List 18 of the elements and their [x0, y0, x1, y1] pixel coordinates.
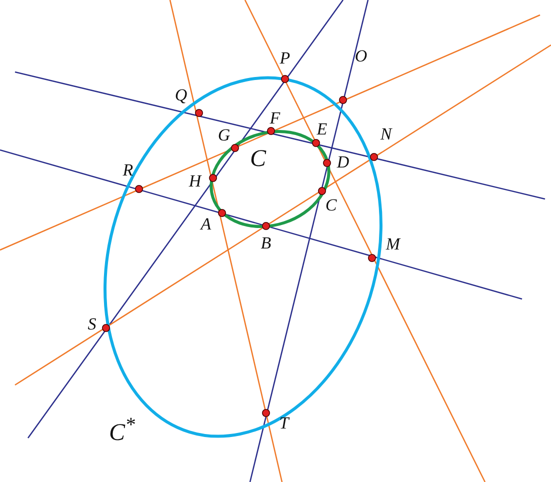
point-label: O: [354, 48, 368, 64]
point-label: B: [260, 234, 272, 252]
point-label: M: [386, 236, 400, 252]
curve-label: C$^{*}$: [109, 415, 135, 445]
point-label: G: [218, 126, 230, 144]
point-label: F: [270, 110, 280, 126]
point-label: S: [88, 316, 96, 332]
point-label: P: [280, 50, 290, 66]
point-label: N: [380, 126, 392, 142]
point-label: T: [279, 414, 289, 432]
point-label: A: [200, 216, 212, 232]
point-label: H: [188, 172, 202, 190]
point-label: R: [122, 162, 134, 178]
point-label: E: [316, 120, 328, 138]
point-label: C: [325, 196, 337, 214]
curve-label: C: [250, 147, 266, 171]
point-label: D: [336, 154, 350, 170]
point-label: Q: [174, 86, 188, 104]
